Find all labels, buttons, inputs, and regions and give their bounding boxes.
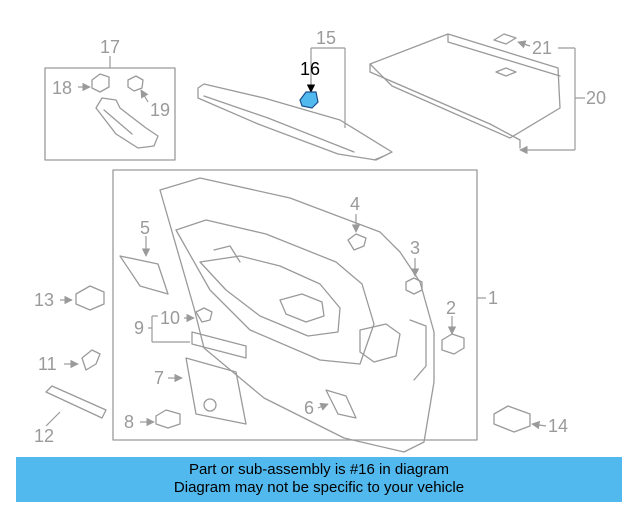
callout-2: 2 <box>446 298 456 318</box>
parts-diagram: 17 18 19 15 16 21 20 4 5 3 1 2 13 9 10 1… <box>34 28 606 453</box>
group-1 <box>112 169 486 453</box>
part-11-screw <box>81 349 101 371</box>
part-18-clip <box>91 73 110 93</box>
callout-20: 20 <box>586 88 606 108</box>
part-2-clip <box>441 333 465 355</box>
group-17 <box>44 56 176 161</box>
callout-6: 6 <box>304 398 314 418</box>
part-8-clip <box>155 409 181 429</box>
callout-7: 7 <box>154 368 164 388</box>
callout-19: 19 <box>150 100 170 120</box>
trim-piece <box>95 97 159 149</box>
part-4-clip <box>347 233 367 251</box>
callout-15: 15 <box>316 28 336 48</box>
part-16-clip <box>299 91 319 109</box>
part-6-bracket <box>325 389 357 419</box>
part-1-liftgate-panel <box>159 177 435 453</box>
callout-1: 1 <box>488 288 498 308</box>
part-19-clip <box>127 75 144 92</box>
callout-3: 3 <box>410 238 420 258</box>
group-1-box <box>112 169 478 441</box>
callout-9: 9 <box>134 318 144 338</box>
callout-5: 5 <box>140 218 150 238</box>
callout-18: 18 <box>52 78 72 98</box>
callout-16: 16 <box>300 59 320 79</box>
callout-17: 17 <box>100 37 120 57</box>
part-15-strip <box>197 83 393 161</box>
group-20 <box>369 33 585 155</box>
callout-21: 21 <box>532 38 552 58</box>
callout-12: 12 <box>34 426 54 446</box>
part-3-clip <box>405 277 423 295</box>
callout-14: 14 <box>548 416 568 436</box>
part-7-panel <box>185 357 247 425</box>
group-15 <box>197 47 393 161</box>
banner-line-2: Diagram may not be specific to your vehi… <box>173 479 465 496</box>
info-banner: Part or sub-assembly is #16 in diagram D… <box>16 457 622 502</box>
part-10-clip <box>195 307 213 323</box>
group-17-box <box>44 67 176 161</box>
callout-8: 8 <box>124 412 134 432</box>
part-5-bracket <box>119 255 169 295</box>
part-14-clip <box>493 405 531 433</box>
banner-line-1: Part or sub-assembly is #16 in diagram <box>188 461 450 478</box>
callout-10: 10 <box>160 308 180 328</box>
part-13-clip <box>75 285 105 311</box>
callout-4: 4 <box>350 194 360 214</box>
part-21-clip <box>493 33 517 45</box>
callout-13: 13 <box>34 290 54 310</box>
callout-11: 11 <box>38 354 57 374</box>
part-9-rail <box>191 331 247 359</box>
part-12-strip <box>45 385 107 419</box>
